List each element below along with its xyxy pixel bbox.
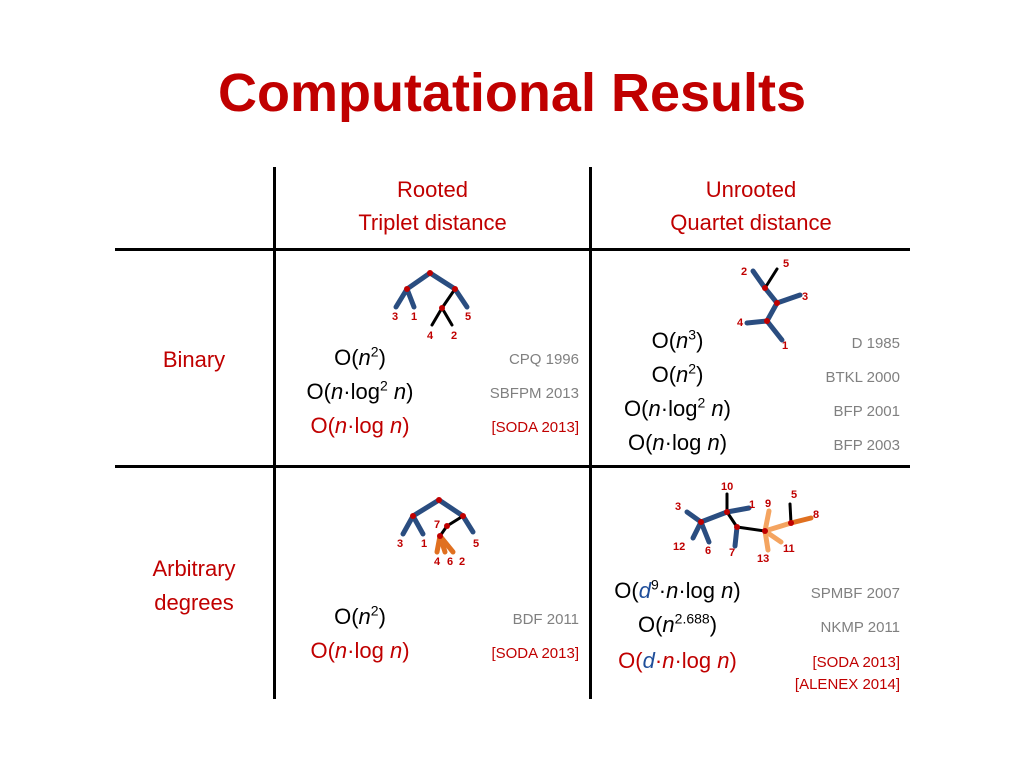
ua-leaf-10: 10 bbox=[721, 481, 733, 493]
unrooted-binary-ref-2: BTKL 2000 bbox=[825, 369, 901, 386]
ub-leaf-5: 5 bbox=[783, 258, 789, 270]
ua-leaf-13: 13 bbox=[757, 553, 769, 565]
rb-leaf-1: 1 bbox=[411, 311, 417, 323]
ra-leaf-1: 1 bbox=[421, 538, 427, 550]
rooted-arbitrary-tree-diagram: 3 1 7 4 6 2 5 bbox=[397, 497, 479, 568]
header-unrooted-line-2: Quartet distance bbox=[670, 210, 832, 235]
unrooted-arbitrary-complexity-1: O(d9·n·log n) bbox=[614, 576, 741, 603]
rooted-arbitrary-complexity-1: O(n2) bbox=[334, 602, 386, 629]
slide-title: Computational Results bbox=[217, 63, 807, 123]
header-unrooted-line-1: Unrooted bbox=[705, 177, 797, 202]
ub-leaf-2: 2 bbox=[741, 266, 747, 278]
ub-leaf-4: 4 bbox=[737, 317, 744, 329]
ua-leaf-12: 12 bbox=[673, 541, 685, 553]
rb-leaf-5: 5 bbox=[465, 311, 471, 323]
unrooted-arbitrary-tree-diagram: 10 3 1 9 5 8 12 6 7 13 11 bbox=[673, 481, 819, 565]
unrooted-binary-ref-3: BFP 2001 bbox=[833, 403, 900, 420]
ra-leaf-3: 3 bbox=[397, 538, 403, 550]
unrooted-binary-ref-4: BFP 2003 bbox=[833, 437, 900, 454]
rooted-binary-complexity-1: O(n2) bbox=[334, 343, 386, 370]
ra-leaf-5: 5 bbox=[473, 538, 479, 550]
row-label-binary: Binary bbox=[162, 347, 226, 372]
rb-leaf-2: 2 bbox=[451, 330, 457, 342]
header-rooted-line-2: Triplet distance bbox=[358, 210, 507, 235]
unrooted-arbitrary-complexity-3: O(d·n·log n) bbox=[618, 648, 737, 673]
rooted-arbitrary-complexity-2: O(n·log n) bbox=[310, 638, 410, 663]
unrooted-arbitrary-ref-2: NKMP 2011 bbox=[820, 619, 901, 636]
unrooted-binary-ref-1: D 1985 bbox=[851, 335, 900, 352]
ub-leaf-3: 3 bbox=[802, 291, 808, 303]
rooted-binary-tree-diagram: 3 1 4 2 5 bbox=[392, 270, 471, 342]
unrooted-arbitrary-ref-4: [ALENEX 2014] bbox=[794, 676, 900, 693]
unrooted-binary-complexity-3: O(n·log2 n) bbox=[624, 394, 731, 421]
row-label-arbitrary: Arbitrary degrees bbox=[115, 552, 273, 620]
ua-leaf-9: 9 bbox=[765, 498, 771, 510]
grid-line-vertical-2 bbox=[589, 167, 592, 699]
unrooted-arbitrary-complexity-2: O(n2.688) bbox=[637, 610, 718, 637]
grid-line-vertical-1 bbox=[273, 167, 276, 699]
grid-line-horizontal-1 bbox=[115, 248, 910, 251]
ua-leaf-1: 1 bbox=[749, 499, 755, 511]
ua-leaf-11: 11 bbox=[783, 543, 795, 555]
rooted-arbitrary-ref-2: [SODA 2013] bbox=[491, 645, 579, 662]
rb-leaf-4: 4 bbox=[427, 330, 434, 342]
row-label-arbitrary-line-2: degrees bbox=[154, 590, 234, 615]
rooted-binary-ref-1: CPQ 1996 bbox=[508, 351, 579, 368]
header-rooted-line-1: Rooted bbox=[397, 177, 468, 202]
unrooted-arbitrary-ref-1: SPMBF 2007 bbox=[810, 585, 900, 602]
unrooted-binary-complexity-1: O(n3) bbox=[651, 326, 704, 353]
ua-leaf-5: 5 bbox=[791, 489, 797, 501]
ua-leaf-8: 8 bbox=[813, 509, 819, 521]
unrooted-binary-complexity-2: O(n2) bbox=[651, 360, 704, 387]
unrooted-binary-tree-diagram: 2 5 3 4 1 bbox=[737, 258, 808, 352]
ua-leaf-7: 7 bbox=[729, 547, 735, 559]
grid-line-horizontal-2 bbox=[115, 465, 910, 468]
unrooted-binary-complexity-4: O(n·log n) bbox=[627, 430, 728, 455]
ra-leaf-4: 4 bbox=[434, 556, 441, 568]
ua-leaf-3: 3 bbox=[675, 501, 681, 513]
header-rooted: Rooted Triplet distance bbox=[276, 173, 589, 239]
ua-leaf-6: 6 bbox=[705, 545, 711, 557]
ra-leaf-2: 2 bbox=[459, 556, 465, 568]
rooted-binary-ref-2: SBFPM 2013 bbox=[489, 385, 579, 402]
ub-leaf-1: 1 bbox=[782, 340, 788, 352]
ra-leaf-6: 6 bbox=[447, 556, 453, 568]
unrooted-arbitrary-ref-3: [SODA 2013] bbox=[812, 654, 900, 671]
rooted-binary-complexity-2: O(n·log2 n) bbox=[306, 377, 414, 404]
rooted-arbitrary-ref-1: BDF 2011 bbox=[512, 611, 579, 628]
header-unrooted: Unrooted Quartet distance bbox=[592, 173, 910, 239]
ra-leaf-7: 7 bbox=[434, 519, 440, 531]
rooted-binary-ref-3: [SODA 2013] bbox=[491, 419, 579, 436]
rb-leaf-3: 3 bbox=[392, 311, 398, 323]
rooted-binary-complexity-3: O(n·log n) bbox=[310, 413, 410, 438]
row-label-arbitrary-line-1: Arbitrary bbox=[152, 556, 236, 581]
